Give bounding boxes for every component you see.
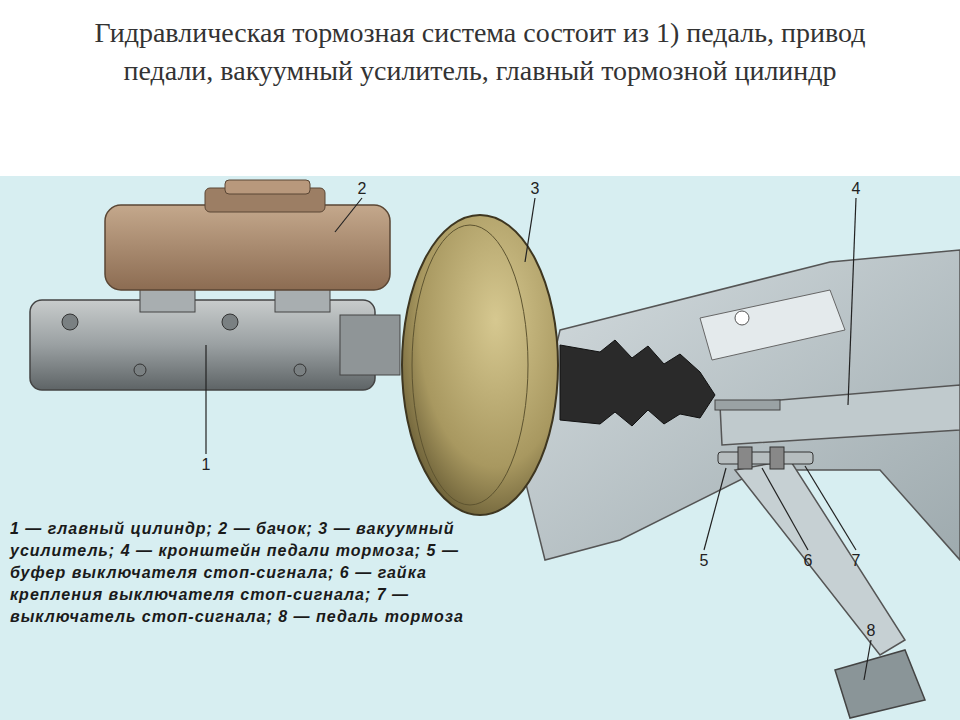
callout-number: 1 <box>198 456 214 474</box>
title-text: Гидравлическая тормозная система состоит… <box>70 14 890 90</box>
callout-number: 8 <box>863 622 879 640</box>
callout-number: 4 <box>848 180 864 198</box>
callout-number: 6 <box>800 552 816 570</box>
callout-number: 2 <box>354 180 370 198</box>
callout-number: 5 <box>696 552 712 570</box>
legend-caption: 1 — главный цилиндр; 2 — бачок; 3 — ваку… <box>10 518 478 628</box>
callout-number: 3 <box>527 180 543 198</box>
callout-number: 7 <box>848 552 864 570</box>
